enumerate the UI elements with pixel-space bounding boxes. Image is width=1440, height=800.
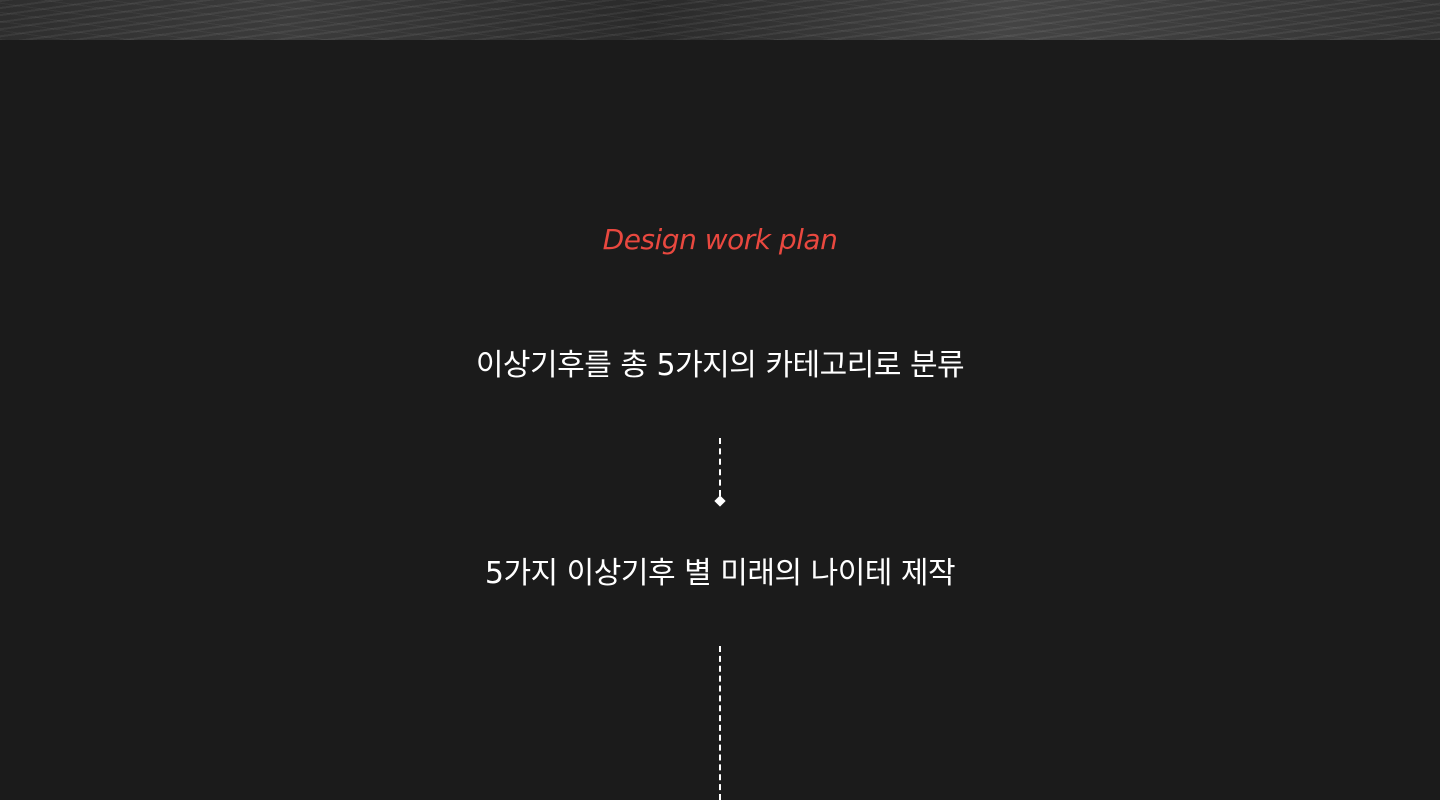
- hero-image-strip: [0, 0, 1440, 40]
- plan-step-1: 이상기후를 총 5가지의 카테고리로 분류: [475, 348, 965, 383]
- section-label: Design work plan: [602, 223, 838, 256]
- plan-step-2: 5가지 이상기후 별 미래의 나이테 제작: [484, 556, 956, 591]
- diamond-marker-icon: [714, 495, 726, 507]
- dashed-connector: [719, 438, 721, 496]
- dashed-connector-continuation: [719, 646, 721, 800]
